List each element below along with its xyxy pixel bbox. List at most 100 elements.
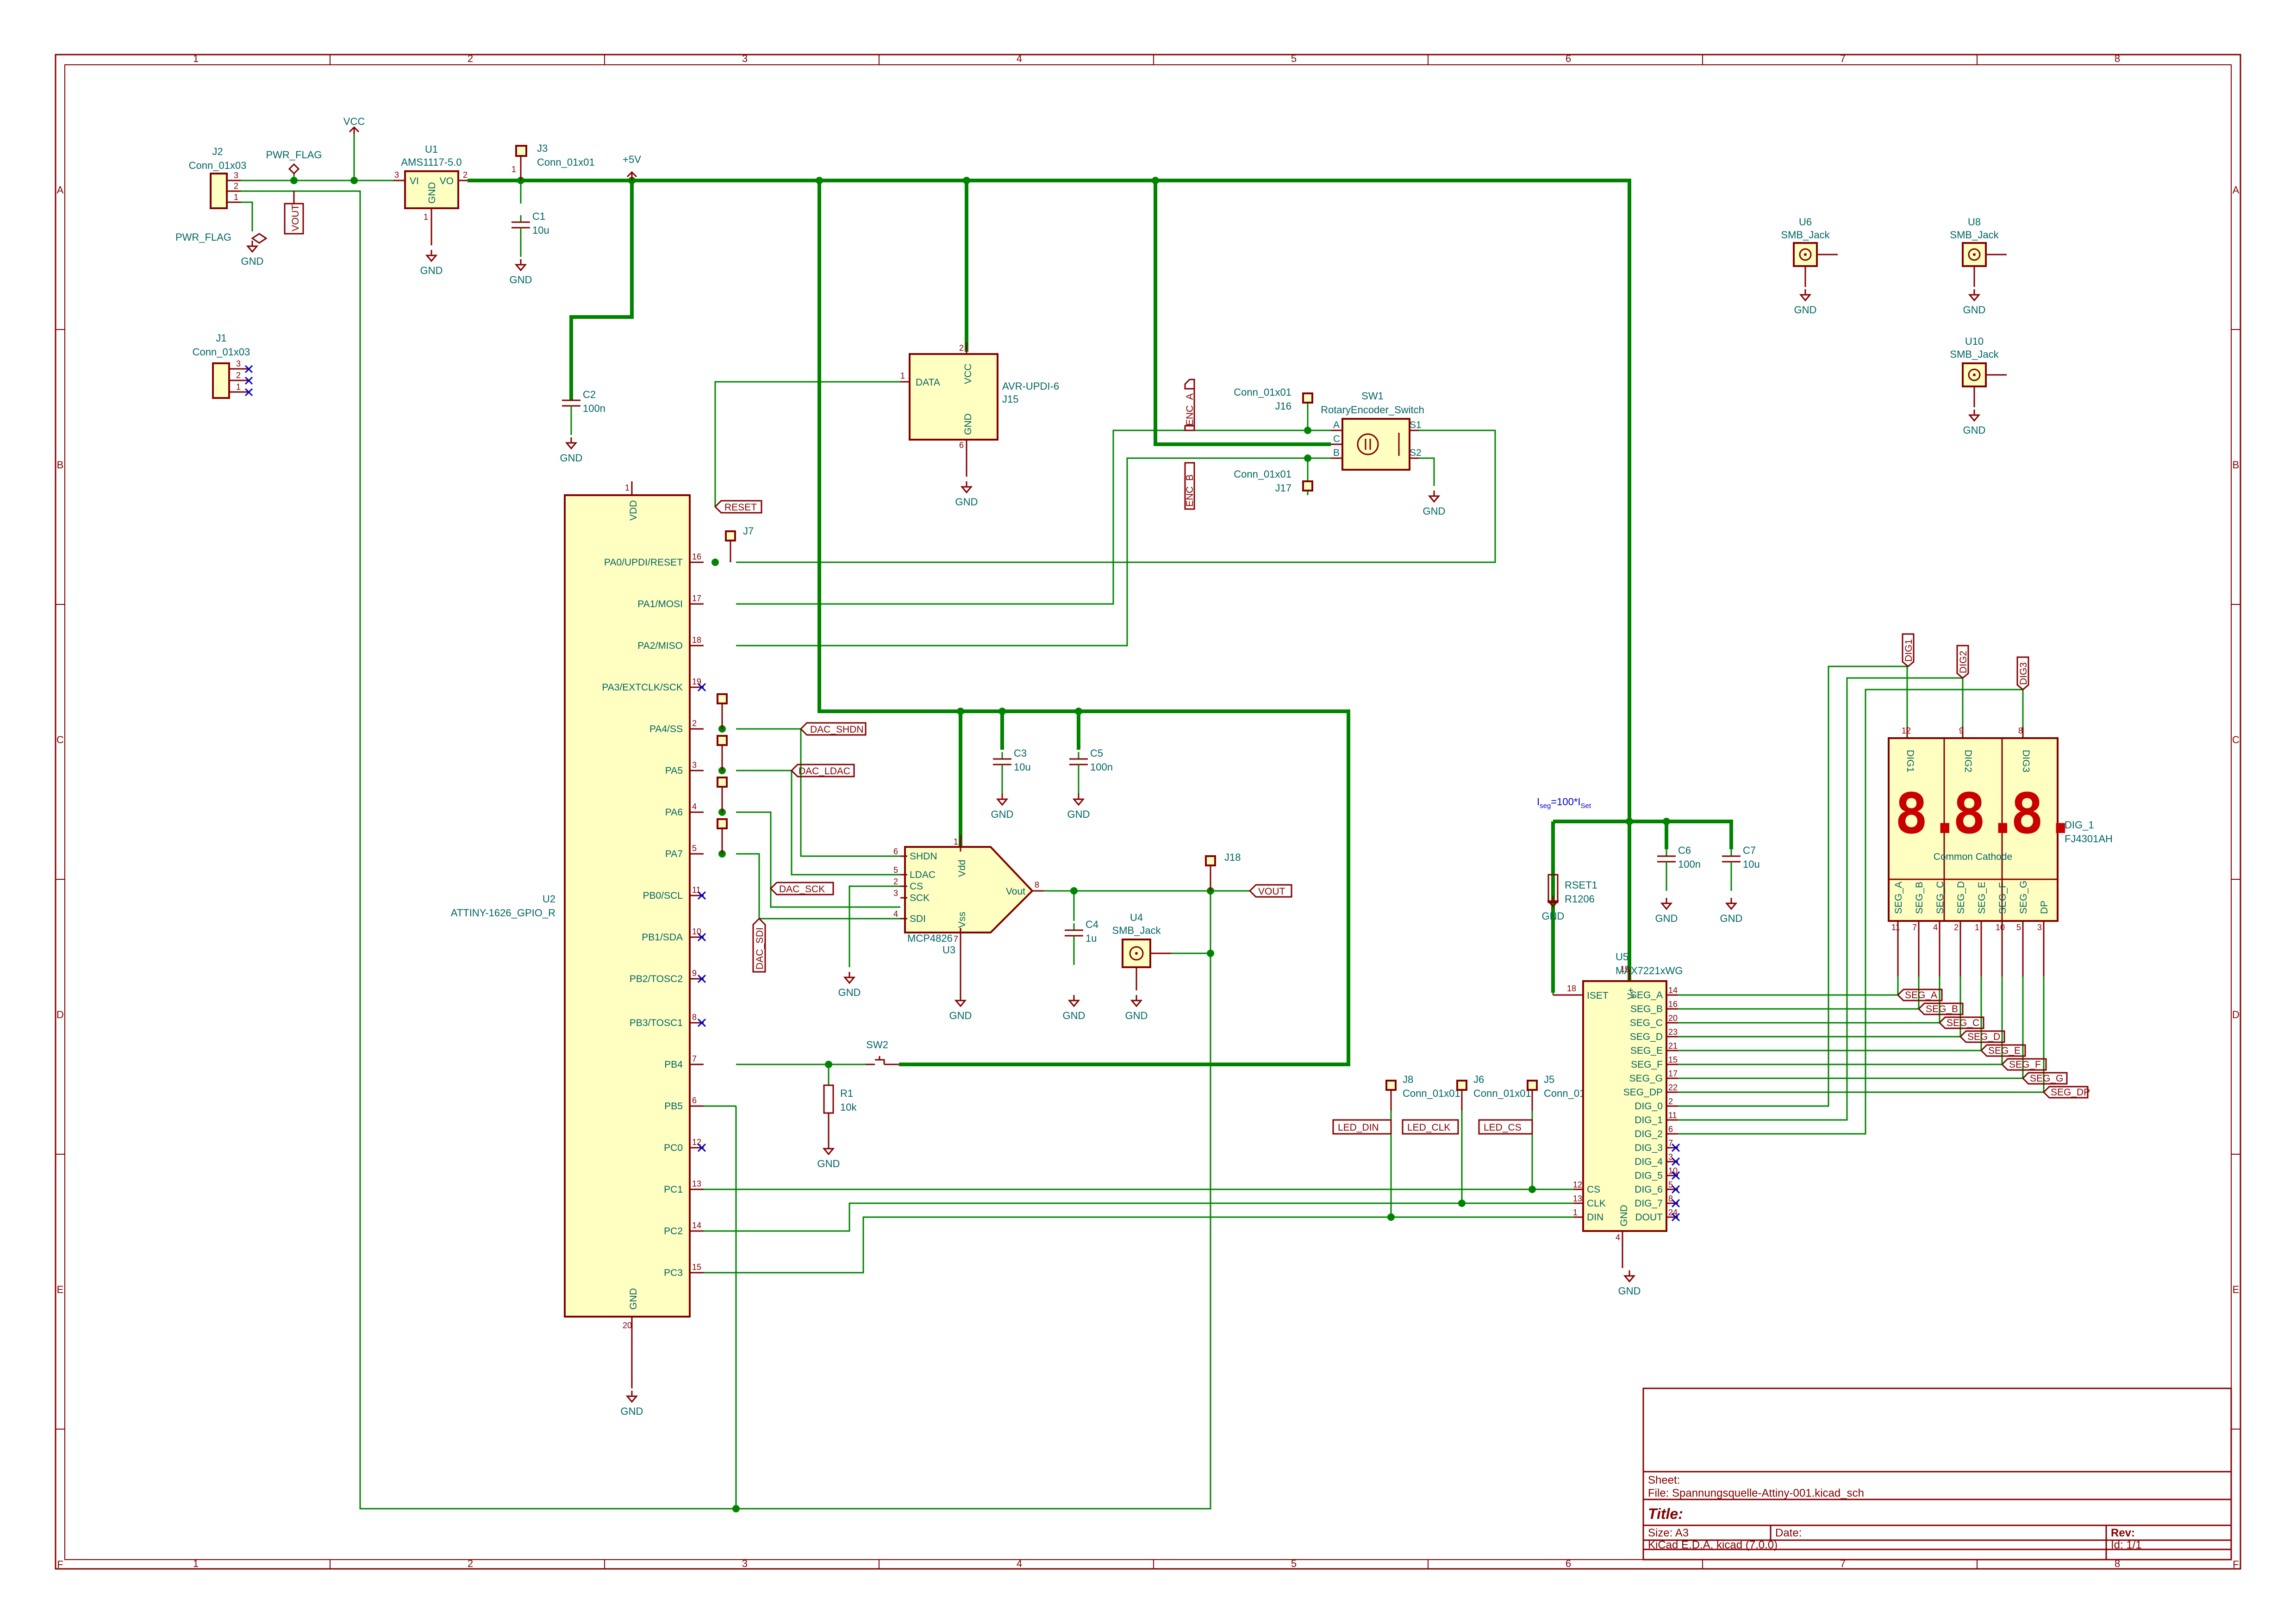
u6-ref: U6 [1799,216,1812,228]
u5-pin-name: SEG_A [1630,990,1663,1001]
u5-pin-name: DIG_1 [1635,1115,1663,1126]
u2-pin-num: 3 [692,760,697,770]
u2-pin-name: PC1 [664,1184,683,1195]
j2-pin: 1 [234,193,238,202]
dac-ldac-net: DAC_LDAC [799,766,850,777]
u5-ref: U5 [1616,951,1628,963]
gnd-label: GND [1794,304,1817,316]
u3-pin-num: 3 [893,889,898,898]
pwr-flag-label: PWR_FLAG [175,231,231,243]
j15-pin: 2 [959,343,964,353]
u5-pin-num: 7 [1668,1138,1673,1148]
sw1-ref: SW1 [1361,390,1384,402]
dig-seg-name: SEG_C [1935,881,1946,914]
u5-pin-name: DIG_2 [1635,1129,1663,1139]
gnd-symbol: GND [420,250,443,276]
gnd-label: GND [1963,304,1986,316]
u5-pin-name: DIG_0 [1635,1101,1663,1112]
u2-pin-name: PC2 [664,1226,683,1237]
gnd-label: GND [1063,1010,1086,1021]
u5-pin-name: SEG_F [1631,1059,1663,1070]
zone-col-bottom: 4 [1017,1558,1022,1569]
mcu-u2: U2 ATTINY-1626_GPIO_R VDD 1 GND 20 PA0/U… [451,481,706,1388]
j8-value: Conn_01x01 [1403,1088,1460,1099]
u3-pin: 1 [954,837,958,846]
gnd-label: GND [1618,1285,1641,1297]
j1-ref: J1 [216,332,226,344]
gnd-symbol: GND [1655,898,1678,924]
connector-j3: J3 Conn_01x01 1 [512,143,595,180]
seg-net: SEG_A [1905,990,1937,1001]
c6-ref: C6 [1678,845,1691,856]
c3-value: 10u [1014,761,1031,773]
gnd-symbol: GND [241,241,263,267]
led-din-label: LED_DIN [1332,1119,1392,1135]
u3-pin-name: CS [910,881,923,892]
u5-pin-num: 17 [1668,1069,1678,1078]
resistor-r1: R1 10k [823,1084,857,1143]
dig-pin: 8 [2018,726,2023,735]
c7-ref: C7 [1743,845,1756,856]
u2-value: ATTINY-1626_GPIO_R [451,907,555,919]
vout-net: VOUT [1258,886,1285,897]
u3-pin-num: 6 [893,847,898,856]
gnd-symbol: GND [621,1391,643,1417]
u1-vo: VO [440,176,454,187]
zone-row-right: C [2232,734,2240,746]
u5-pin: 19 [1620,964,1629,974]
u2-pin-name: PB3/TOSC1 [630,1018,683,1028]
connector-j8: J8 Conn_01x01 [1385,1074,1460,1111]
zone-col-top: 3 [742,53,748,64]
u5-pin-num: 11 [1668,1111,1677,1120]
c5-value: 100n [1090,761,1113,773]
u5-gnd: GND [1619,1205,1629,1226]
u2-pin-num: 17 [692,594,701,603]
c4-ref: C4 [1086,919,1098,930]
u5-pin-name: DIG_4 [1635,1157,1663,1167]
dac-sdi-label: DAC_SDI [752,917,766,973]
j2-pin: 2 [234,181,238,191]
u1-pin: 3 [394,170,399,180]
u5-pin-num: 2 [1668,1097,1673,1106]
zone-col-bottom: 6 [1566,1558,1571,1569]
u5-pin-name: SEG_C [1630,1018,1663,1028]
dac-shdn-net: DAC_SHDN [810,724,864,735]
reset-label: RESET [714,500,762,514]
digit-label: DIG2 [1963,750,1973,772]
id-label: Id: 1/1 [2111,1539,2142,1551]
u5-pin-name: DIN [1587,1212,1603,1223]
u3-vss: Vss [957,912,967,928]
zone-col-bottom: 1 [193,1558,199,1569]
seg-net: SEG_B [1926,1004,1958,1014]
c1-value: 10u [532,224,549,236]
rotary-encoder-sw1: SW1 RotaryEncoder_Switch A C B S1 S2 [1321,390,1424,471]
zone-row-right: A [2233,184,2240,196]
gnd-symbol: GND [1963,410,1986,436]
u3-pin: 7 [954,934,958,944]
u2-pin-name: PA1/MOSI [637,599,683,609]
dig-seg-name: SEG_D [1956,881,1966,914]
u5-pin-num: 13 [1573,1194,1582,1203]
gnd-label: GND [560,452,583,464]
u5-pin-name: SEG_DP [1623,1087,1663,1098]
zone-col-top: 4 [1017,53,1022,64]
gnd-symbol: GND [510,259,532,286]
j6-value: Conn_01x01 [1473,1088,1531,1099]
date-label: Date: [1775,1527,1802,1539]
u5-pin-num: 14 [1668,986,1678,995]
gnd-label: GND [1963,424,1986,436]
dig-seg-num: 7 [1912,923,1917,932]
j16-ref: J16 [1275,400,1292,412]
gnd-symbol: GND [1423,491,1445,517]
u5-pin: 4 [1616,1233,1620,1242]
gnd-label: GND [420,265,443,276]
gnd-label: GND [817,1158,840,1169]
sheet-label: Sheet: [1648,1474,1680,1486]
junctions [290,177,1670,1512]
u5-pin-name: DIG_5 [1635,1170,1663,1181]
seg-net: SEG_D [1967,1032,2000,1042]
sw1-value: RotaryEncoder_Switch [1321,404,1424,416]
dig1-net: DIG1 [1903,639,1914,662]
